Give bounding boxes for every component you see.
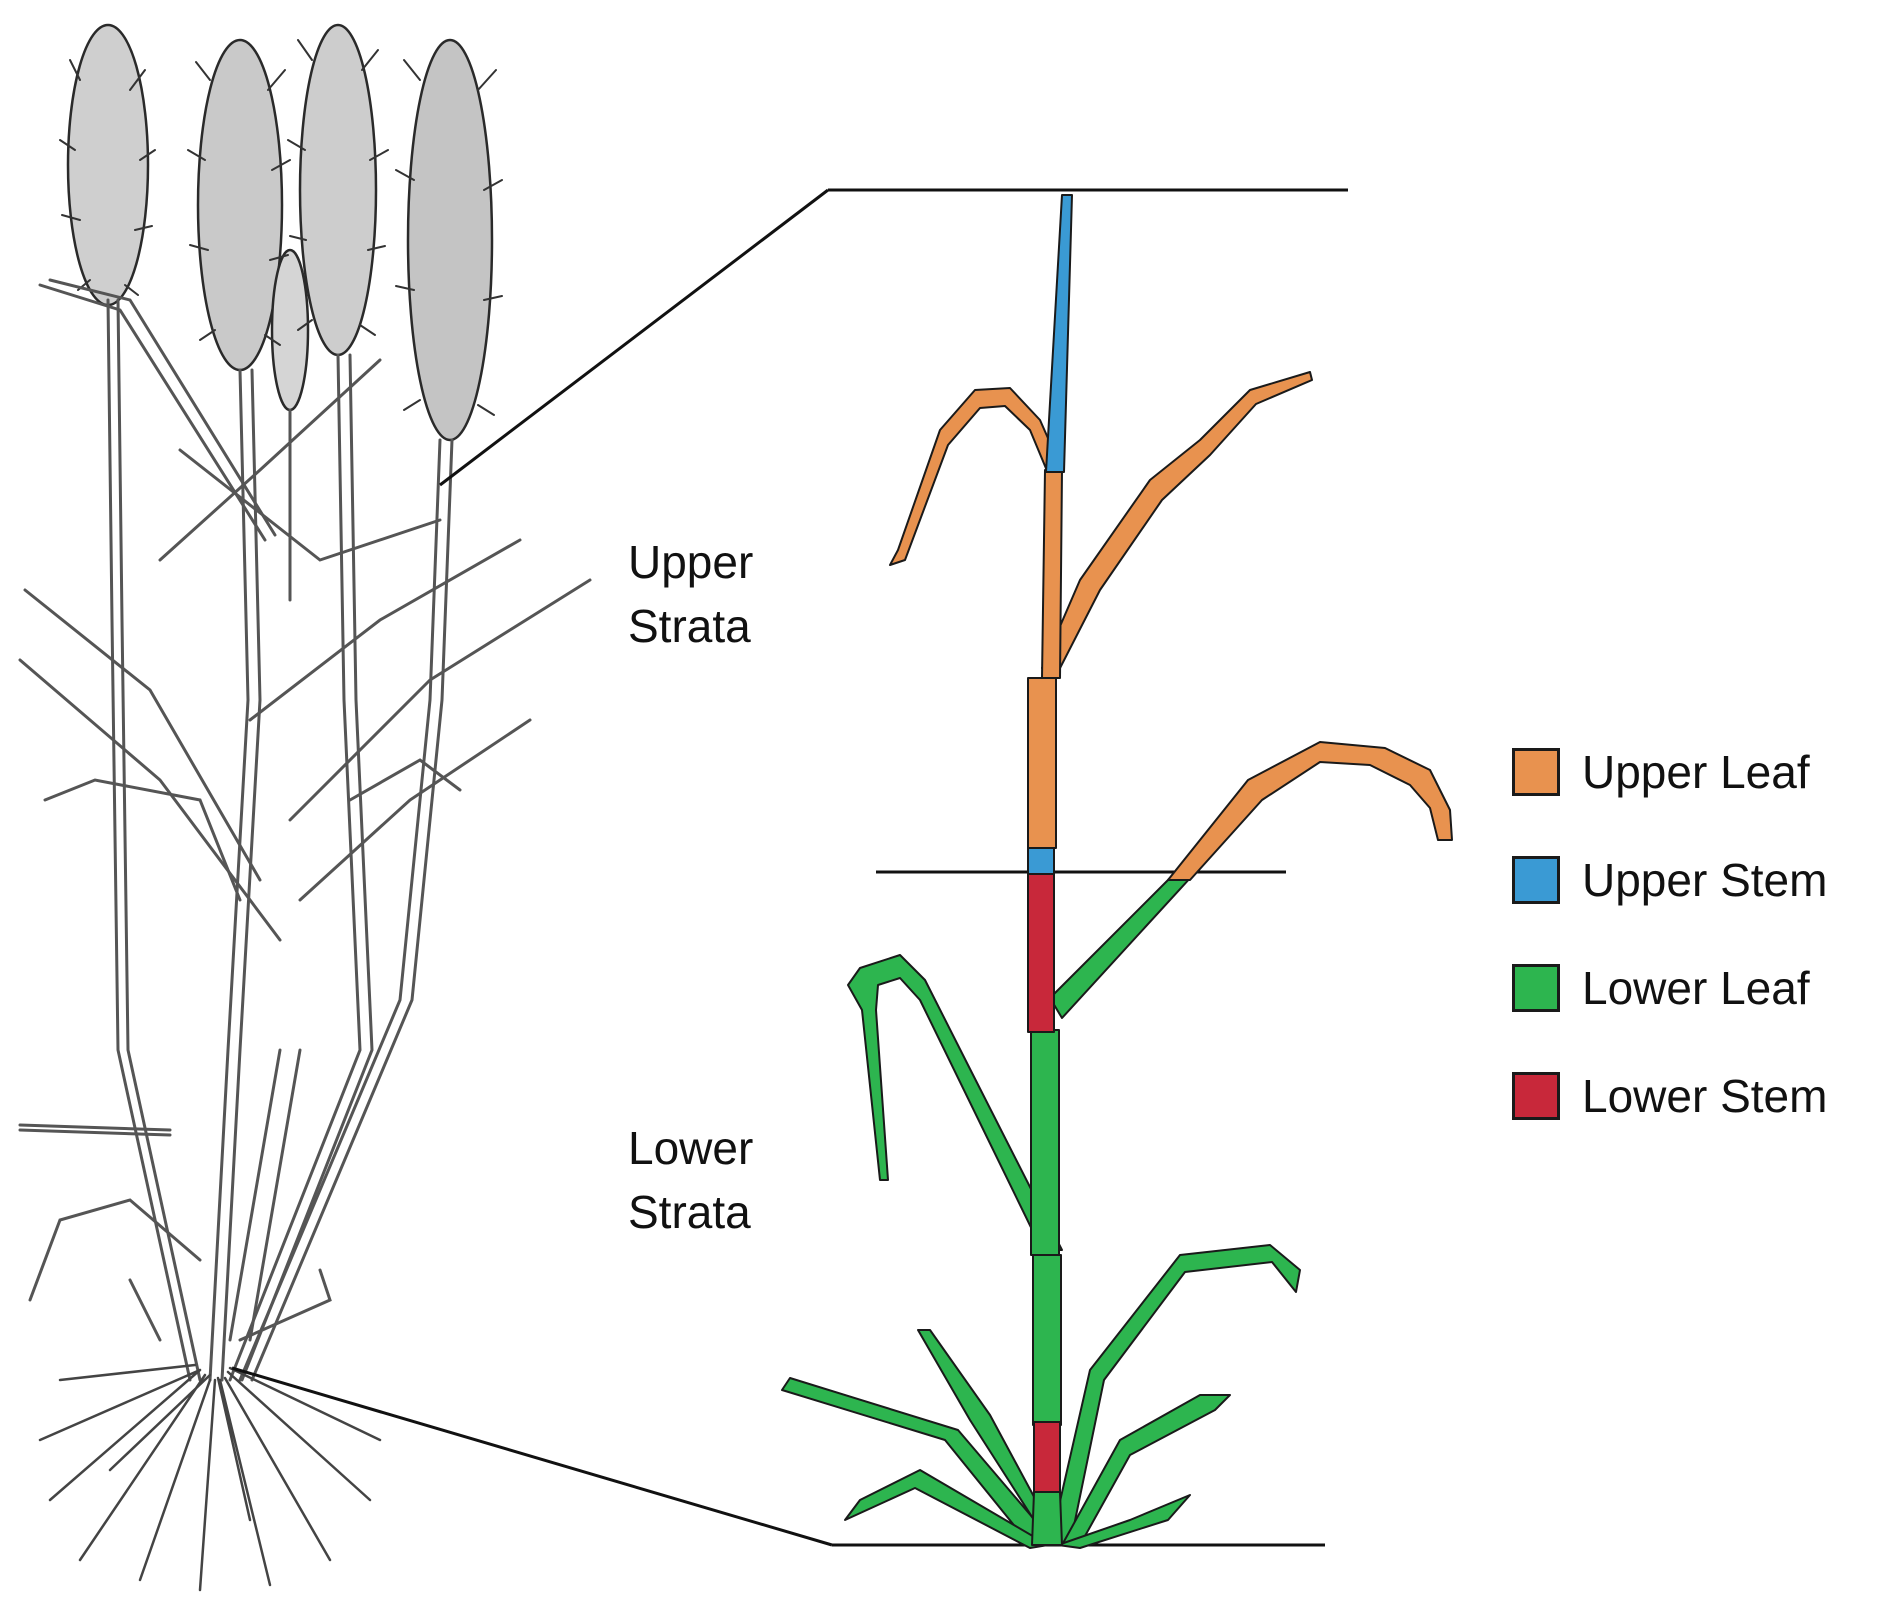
lower-leaves bbox=[781, 875, 1301, 1549]
upper-leaves bbox=[889, 371, 1453, 881]
lower-stem-swatch bbox=[1512, 1072, 1560, 1120]
legend-item-lower-stem: Lower Stem bbox=[1512, 1042, 1882, 1150]
legend-label: Lower Leaf bbox=[1582, 962, 1810, 1014]
basal-leaf-right-low bbox=[1061, 1394, 1231, 1546]
upper-leaf-right bbox=[1041, 371, 1313, 673]
upper-leaf-swatch bbox=[1512, 748, 1560, 796]
upper-stem-orange-segment-lower bbox=[1027, 677, 1057, 849]
legend-item-upper-stem: Upper Stem bbox=[1512, 826, 1882, 934]
legend: Upper Leaf Upper Stem Lower Leaf Lower S… bbox=[1512, 718, 1882, 1150]
lower-stem-green-segment-upper bbox=[1030, 1029, 1060, 1256]
lower-stem-green-segment-lower bbox=[1032, 1254, 1062, 1426]
bottom-projection-line bbox=[231, 1366, 833, 1547]
lower-leaf-swatch bbox=[1512, 964, 1560, 1012]
legend-item-lower-leaf: Lower Leaf bbox=[1512, 934, 1882, 1042]
top-projection-line bbox=[439, 188, 829, 487]
lower-leaf-left-drooping bbox=[847, 954, 1063, 1251]
colored-plant-schematic bbox=[781, 194, 1453, 1549]
legend-item-upper-leaf: Upper Leaf bbox=[1512, 718, 1882, 826]
upper-strata-label: Upper Strata bbox=[628, 536, 754, 652]
upper-leaf-left bbox=[889, 387, 1063, 566]
strata-lines bbox=[231, 188, 1348, 1547]
upper-stem-orange-segment-top bbox=[1041, 469, 1063, 679]
culms bbox=[106, 298, 454, 1382]
seed-heads bbox=[59, 23, 503, 442]
upper-stem-swatch bbox=[1512, 856, 1560, 904]
sketch-leaves bbox=[18, 278, 592, 1342]
upper-leaf-right-arch bbox=[1167, 741, 1453, 881]
grass-sketch-illustration bbox=[18, 23, 592, 1592]
lower-leaf-right-mid bbox=[1049, 875, 1193, 1019]
sketch-roots bbox=[38, 1363, 382, 1592]
stem-base bbox=[1031, 1491, 1063, 1546]
upper-stem-blue-top bbox=[1045, 194, 1073, 473]
upper-stem-blue-node bbox=[1027, 847, 1055, 875]
basal-leaf-right-tall bbox=[1049, 1244, 1301, 1546]
legend-label: Lower Stem bbox=[1582, 1070, 1828, 1122]
lower-stem-red-internode bbox=[1027, 871, 1055, 1033]
lower-stem-red-base bbox=[1033, 1421, 1061, 1493]
lower-strata-label: Lower Strata bbox=[628, 1122, 754, 1238]
basal-leaf-right-flat bbox=[1057, 1494, 1191, 1549]
legend-label: Upper Leaf bbox=[1582, 746, 1810, 798]
legend-label: Upper Stem bbox=[1582, 854, 1828, 906]
basal-leaf-left-short bbox=[844, 1469, 1049, 1549]
